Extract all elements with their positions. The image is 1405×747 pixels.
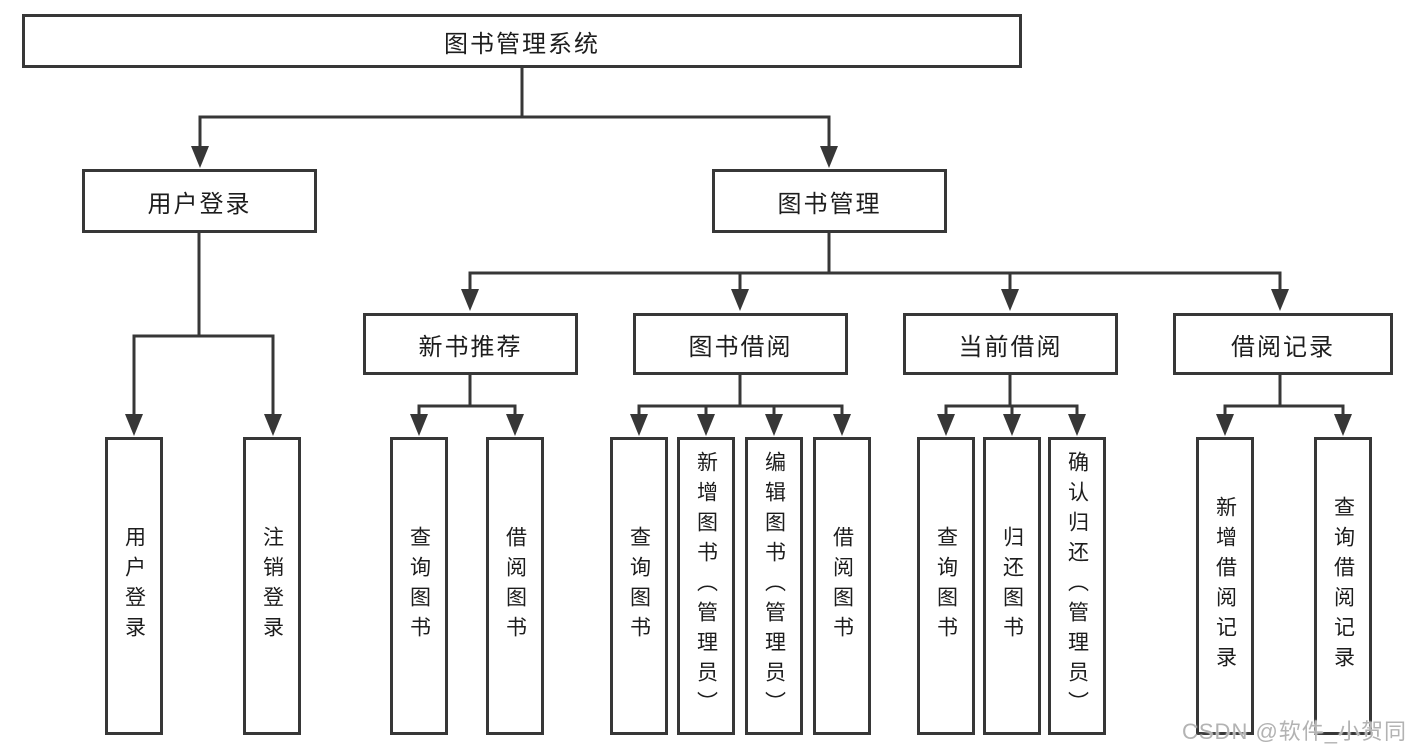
node-user-login-label: 用户登录 (147, 190, 252, 218)
leaf-query-books-borrow-label: 查询图书 (627, 526, 651, 646)
leaf-confirm-return-admin-label: 确认归还（管理员） (1065, 451, 1089, 721)
leaf-borrow-books-recommend-label: 借阅图书 (503, 526, 527, 646)
csdn-watermark: CSDN @软件_小贺同学 (1182, 719, 1405, 744)
leaf-edit-books-admin: 编辑图书（管理员） (745, 437, 803, 735)
edge-bookborrow-to-leaves (637, 373, 844, 418)
node-book-management-label: 图书管理 (777, 190, 882, 218)
edge-userlogin-to-leaves (132, 231, 275, 418)
leaf-add-borrow-record: 新增借阅记录 (1196, 437, 1254, 735)
node-current-borrow-label: 当前借阅 (958, 333, 1063, 361)
leaf-logout: 注销登录 (243, 437, 301, 735)
node-book-borrow-label: 图书借阅 (688, 333, 793, 361)
node-current-borrow: 当前借阅 (903, 313, 1118, 375)
node-new-book-recommend: 新书推荐 (363, 313, 578, 375)
node-book-management: 图书管理 (712, 169, 947, 233)
arrowheads (125, 146, 1352, 436)
edge-borrowrecords-to-leaves (1223, 373, 1345, 418)
node-new-book-recommend-label: 新书推荐 (418, 333, 523, 361)
leaf-user-login: 用户登录 (105, 437, 163, 735)
edge-newbook-to-leaves (417, 373, 517, 418)
leaf-return-books: 归还图书 (983, 437, 1041, 735)
leaf-query-books-current-label: 查询图书 (934, 526, 958, 646)
node-root-system-label: 图书管理系统 (444, 30, 600, 58)
leaf-edit-books-admin-label: 编辑图书（管理员） (762, 451, 786, 721)
node-borrow-records-label: 借阅记录 (1231, 333, 1335, 361)
leaf-logout-label: 注销登录 (260, 526, 284, 646)
leaf-query-books-recommend: 查询图书 (390, 437, 448, 735)
node-root-system: 图书管理系统 (22, 14, 1022, 68)
edge-root-to-level2 (198, 66, 831, 150)
edge-currentborrow-to-leaves (944, 373, 1079, 418)
leaf-query-books-recommend-label: 查询图书 (407, 526, 431, 646)
node-borrow-records: 借阅记录 (1173, 313, 1393, 375)
leaf-query-borrow-record-label: 查询借阅记录 (1331, 496, 1355, 676)
leaf-add-books-admin-label: 新增图书（管理员） (694, 451, 718, 721)
leaf-borrow-books-recommend: 借阅图书 (486, 437, 544, 735)
leaf-return-books-label: 归还图书 (1000, 526, 1024, 646)
leaf-add-borrow-record-label: 新增借阅记录 (1213, 496, 1237, 676)
leaf-query-books-borrow: 查询图书 (610, 437, 668, 735)
leaf-add-books-admin: 新增图书（管理员） (677, 437, 735, 735)
node-book-borrow: 图书借阅 (633, 313, 848, 375)
leaf-query-books-current: 查询图书 (917, 437, 975, 735)
leaf-borrow-books-label: 借阅图书 (830, 526, 854, 646)
node-user-login: 用户登录 (82, 169, 317, 233)
leaf-borrow-books: 借阅图书 (813, 437, 871, 735)
leaf-user-login-label: 用户登录 (122, 526, 146, 646)
edge-bookmgmt-to-level3 (468, 231, 1282, 293)
leaf-query-borrow-record: 查询借阅记录 (1314, 437, 1372, 735)
leaf-confirm-return-admin: 确认归还（管理员） (1048, 437, 1106, 735)
